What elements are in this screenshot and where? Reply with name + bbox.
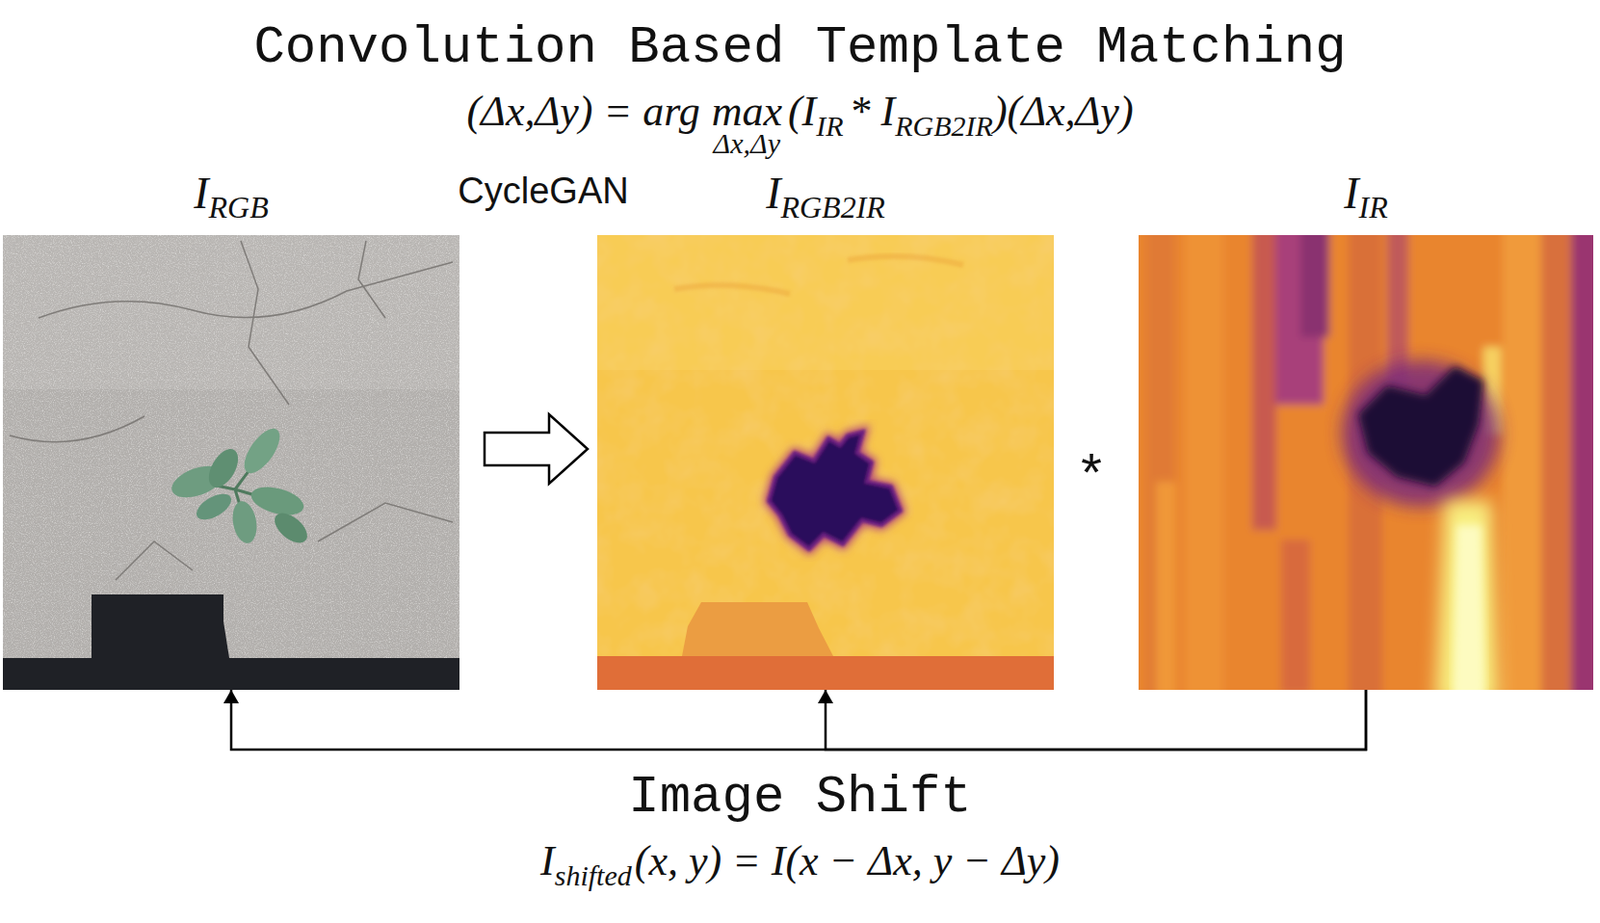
ir-image	[1252, 235, 1277, 530]
text-cell: )(Δx,Δy)	[993, 88, 1134, 135]
image-panel: IIR	[1138, 235, 1594, 690]
crack-lines	[38, 262, 453, 318]
formula-text: max	[711, 88, 783, 135]
rgb-photo	[2, 235, 460, 690]
plant	[192, 488, 237, 525]
rgb2ir-image	[597, 655, 1054, 690]
formula-text: I	[540, 838, 555, 885]
ir-image	[1452, 524, 1486, 690]
plant	[269, 507, 314, 550]
plant	[237, 422, 288, 479]
heading-text: *	[1075, 448, 1108, 507]
formula-text: )(Δx,Δy)	[993, 88, 1134, 135]
plant	[248, 481, 308, 521]
rgb2ir-image	[597, 235, 1054, 690]
text-cell: *	[1075, 448, 1108, 507]
heading-text: Image Shift	[628, 768, 971, 827]
text-cell: (x, y) = I(x − Δx, y − Δy)	[634, 838, 1060, 885]
formula-text: (Δx,Δy) = arg	[466, 88, 700, 135]
text-cell: maxΔx,Δy	[711, 88, 783, 158]
plant	[229, 498, 260, 545]
rgb2ir-image	[681, 602, 834, 656]
shadow	[2, 594, 460, 690]
plant	[167, 422, 313, 549]
image-subscript: RGB	[209, 190, 269, 224]
text-cell: (Δx,Δy) = arg	[466, 88, 700, 135]
rgb-photo	[2, 235, 460, 690]
rgb-photo	[2, 235, 460, 690]
formula-text: * I	[849, 88, 896, 135]
plant	[203, 444, 245, 493]
ir-image	[1138, 235, 1594, 690]
crack-lines	[115, 541, 193, 580]
crack-lines	[9, 240, 453, 580]
text-cell: * I	[849, 88, 896, 135]
formula-subscript: RGB2IR	[894, 109, 994, 142]
image-panel: IRGB2IR	[597, 235, 1054, 690]
crack-lines	[240, 240, 289, 405]
text-cell: shifted	[554, 838, 632, 892]
crack-lines	[9, 416, 145, 443]
ir-image	[1184, 235, 1224, 690]
ir-image	[1435, 500, 1499, 690]
plant-thermal	[768, 431, 901, 550]
image-label: IRGB2IR	[558, 169, 1093, 224]
text-cell: IR	[815, 88, 843, 142]
image-panel: IRGB	[2, 235, 460, 690]
shift-arrow	[825, 689, 1366, 750]
ir-image	[1502, 235, 1542, 690]
ir-image	[1138, 235, 1594, 690]
rgb2ir-image	[674, 256, 964, 294]
plant-thermal	[768, 431, 901, 550]
image-symbol: I	[765, 169, 781, 218]
plant-thermal	[768, 431, 901, 550]
formula-text: (I	[787, 88, 816, 135]
ir-image	[1300, 235, 1330, 338]
image-subscript: RGB2IR	[780, 190, 885, 224]
text-cell: Image Shift	[628, 768, 971, 827]
formula-subscript: shifted	[554, 859, 632, 892]
ir-image	[1138, 235, 1594, 690]
formula-row: Ishifted(x, y) = I(x − Δx, y − Δy)	[0, 838, 1600, 892]
rgb2ir-image	[597, 235, 1054, 690]
convolution-operator: *	[1062, 448, 1121, 507]
shift-arrow	[231, 689, 1366, 750]
section-title: Image Shift	[0, 768, 1600, 827]
formula-text: (x, y) = I(x − Δx, y − Δy)	[634, 838, 1060, 885]
crack-lines	[317, 502, 453, 542]
text-cell: I	[540, 838, 555, 885]
ir-image	[1341, 360, 1500, 507]
edge-label: CycleGAN	[457, 170, 629, 211]
ir-image	[1571, 235, 1594, 690]
ir-image	[1358, 366, 1484, 487]
title-row: Convolution Based Template Matching	[0, 19, 1600, 78]
rgb-photo	[2, 235, 460, 690]
crack-lines	[358, 240, 386, 318]
ir-image	[1541, 235, 1571, 690]
image-symbol: I	[1343, 169, 1359, 218]
rgb2ir-image	[597, 235, 1054, 690]
ir-image	[1281, 539, 1311, 690]
title: Convolution Based Template Matching	[253, 19, 1346, 78]
image-label: IRGB	[0, 169, 499, 224]
block-arrow	[484, 414, 588, 484]
formula-row: (Δx,Δy) = argmaxΔx,Δy(IIR* IRGB2IR)(Δx,Δ…	[0, 88, 1600, 158]
image-label: IIR	[1100, 169, 1600, 224]
image-subscript: IR	[1359, 190, 1389, 224]
image-symbol: I	[193, 169, 209, 218]
text-cell: RGB2IR	[894, 88, 994, 142]
formula-subscript: Δx,Δy	[713, 129, 781, 158]
ir-image	[1146, 235, 1176, 690]
text-cell: (I	[787, 88, 816, 135]
ir-image	[1155, 481, 1176, 690]
formula-subscript: IR	[815, 109, 843, 142]
